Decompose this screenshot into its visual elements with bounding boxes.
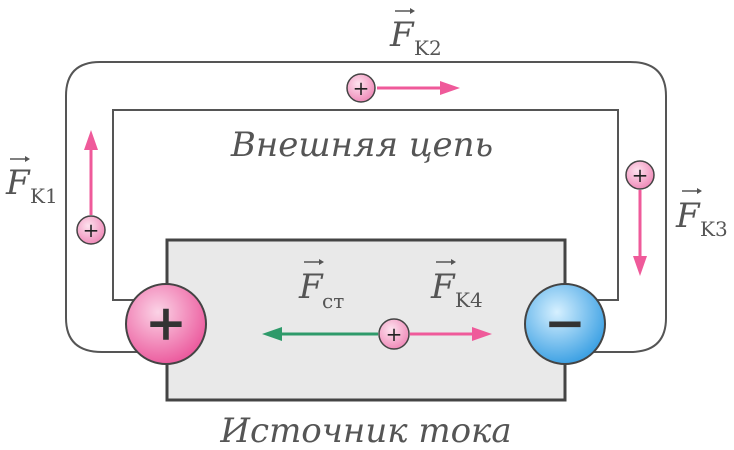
force-st-arrow-head [262,327,282,341]
force-symbol: F [5,163,31,203]
positive-terminal: + [125,283,207,365]
force-label-k1: F K1 [5,156,58,208]
force-symbol: F [430,267,456,307]
vector-bar-head [25,156,30,162]
force-subscript: K3 [700,217,728,241]
wire-inner-edge [112,109,619,301]
force-label-k4: F K4 [430,259,483,312]
force-subscript: K4 [455,288,483,312]
force-k2-arrow-head [440,81,460,95]
force-k3-arrow-head [633,256,647,276]
vector-bar-head [697,188,702,194]
vector-bar-head [410,8,415,14]
force-k4-arrow-head [472,327,492,341]
force-label-st: F ст [298,259,344,313]
charge-sign: + [632,163,649,187]
current-source-box [165,238,567,402]
positive-charge [625,160,655,190]
negative-terminal: − [524,283,606,365]
positive-charge [76,215,106,245]
force-symbol: F [298,267,324,307]
current-source-label: Источник тока [219,411,511,450]
charge-sign: + [83,218,100,242]
force-symbol: F [675,196,701,236]
charge-k3: + [625,160,655,190]
positive-charge [378,318,410,350]
positive-terminal-sign: + [145,293,187,352]
force-k1-arrow-head [84,130,98,150]
force-symbol: F [389,15,415,55]
force-subscript: ст [322,289,344,313]
positive-charge [346,73,376,103]
force-subscript: K2 [414,36,442,60]
vector-bar-head [451,259,456,265]
wire-loop [65,61,667,353]
external-circuit-label: Внешняя цепь [230,125,493,165]
external-force-arrow [262,327,378,341]
charge-k2: + [346,73,376,103]
charge-sign: + [353,76,370,100]
force-subscript: K1 [30,184,58,208]
negative-terminal-circle [524,283,606,365]
force-label-k3: F K3 [675,188,728,241]
wire-outer-edge [65,61,667,353]
coulomb-arrows [84,81,647,341]
negative-terminal-sign: − [544,293,586,352]
force-label-k2: F K2 [389,8,442,60]
positive-terminal-circle [125,283,207,365]
vector-bar-head [319,259,324,265]
charge-k4: + [378,318,410,350]
charge-k1: + [76,215,106,245]
charge-sign: + [386,322,403,346]
